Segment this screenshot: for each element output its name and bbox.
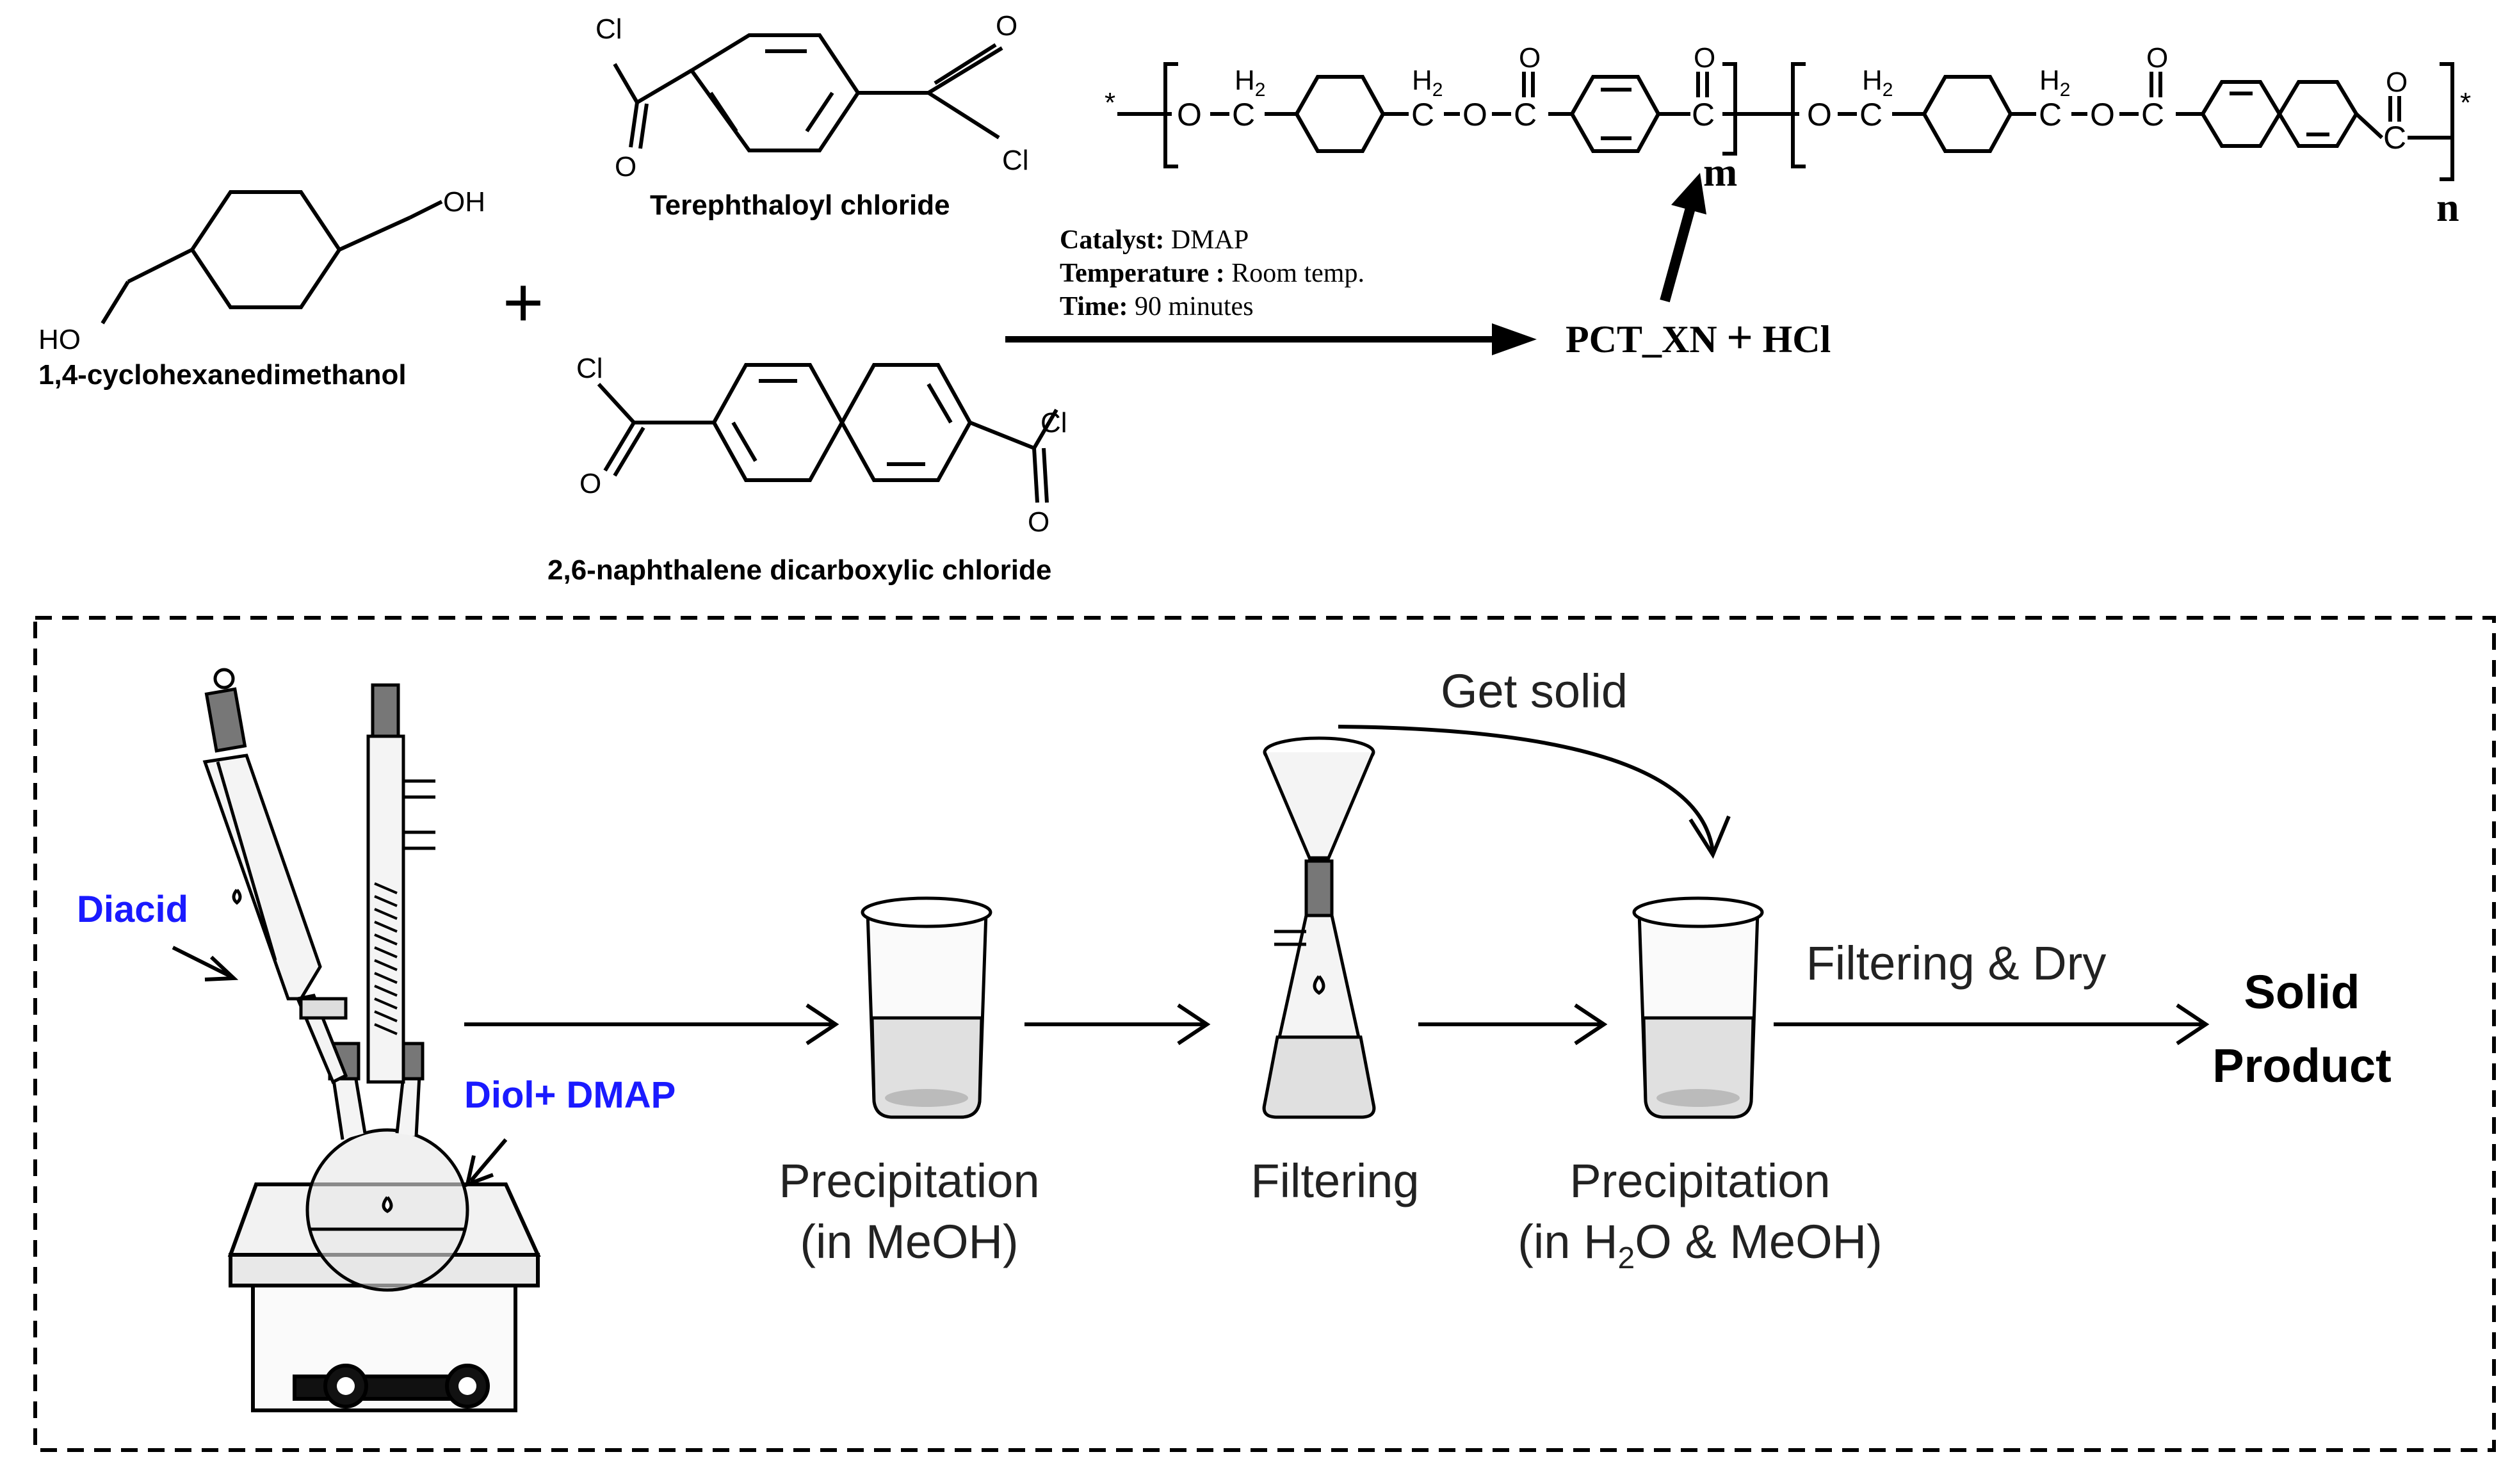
poly-o-2: O bbox=[1462, 97, 1487, 133]
poly-star-right: * bbox=[2460, 87, 2471, 118]
poly-h2-3: H2 bbox=[1862, 65, 1893, 101]
poly-star-left: * bbox=[1105, 87, 1115, 118]
beaker-1 bbox=[861, 896, 992, 1119]
filter-funnel bbox=[1262, 736, 1376, 1119]
product-pct-xn: PCT_XN + HCl bbox=[1566, 312, 1831, 362]
naph-o-left: O bbox=[579, 468, 601, 499]
naphthalene-structure bbox=[597, 363, 1058, 503]
diol-structure bbox=[101, 190, 443, 325]
filtering-label: Filtering bbox=[1251, 1154, 1419, 1207]
diol-oh-label: OH bbox=[443, 186, 485, 218]
tere-o-top: O bbox=[996, 10, 1017, 42]
poly-c-1: C bbox=[1232, 97, 1255, 133]
solid-product-line1: Solid bbox=[2244, 965, 2360, 1019]
flow-arrow-2 bbox=[1024, 1003, 1211, 1045]
poly-o-carbonyl-2: O bbox=[1694, 42, 1715, 74]
terephthaloyl-structure bbox=[613, 33, 1003, 152]
reactant-plus: + bbox=[503, 263, 544, 342]
flow-arrow-4 bbox=[1774, 1003, 2210, 1045]
poly-c-8: C bbox=[2383, 120, 2406, 156]
poly-o-carbonyl-4: O bbox=[2386, 67, 2408, 98]
naph-o-right: O bbox=[1028, 506, 1049, 538]
poly-c-6: C bbox=[2039, 97, 2062, 133]
polymer-structure bbox=[1117, 62, 2454, 181]
poly-h2-4: H2 bbox=[2039, 65, 2070, 101]
naph-cl-left: Cl bbox=[576, 353, 603, 384]
diol-name: 1,4-cyclohexanedimethanol bbox=[38, 359, 407, 391]
addition-funnel bbox=[202, 668, 348, 1085]
reaction-arrow bbox=[1005, 323, 1537, 355]
terephthaloyl-name: Terephthaloyl chloride bbox=[650, 190, 950, 221]
flow-arrow-3 bbox=[1418, 1003, 1608, 1045]
diacid-label: Diacid bbox=[77, 889, 188, 930]
poly-o-3: O bbox=[1807, 97, 1832, 133]
tere-cl-bottom: Cl bbox=[1002, 145, 1029, 176]
diacid-pointer bbox=[172, 946, 239, 981]
diol-pointer bbox=[464, 1138, 508, 1188]
condenser bbox=[366, 683, 435, 1084]
poly-m: m bbox=[1703, 149, 1737, 195]
polymer-arrow bbox=[1660, 173, 1706, 303]
tere-cl-top: Cl bbox=[595, 13, 622, 45]
tere-o-bottom: O bbox=[615, 151, 636, 182]
get-solid-arrow bbox=[1338, 725, 1731, 859]
poly-c-4: C bbox=[1692, 97, 1715, 133]
poly-n: n bbox=[2436, 184, 2459, 230]
poly-c-2: C bbox=[1411, 97, 1434, 133]
flow-arrow-1 bbox=[464, 1003, 839, 1045]
filter-dry-label: Filtering & Dry bbox=[1806, 937, 2107, 990]
poly-c-5: C bbox=[1859, 97, 1882, 133]
diol-ho-label: HO bbox=[38, 324, 81, 355]
naph-cl-right: Cl bbox=[1040, 407, 1067, 439]
poly-h2-2: H2 bbox=[1412, 65, 1443, 101]
precip2-line1: Precipitation bbox=[1569, 1154, 1830, 1207]
process-box bbox=[33, 616, 2496, 1452]
poly-o-4: O bbox=[2090, 97, 2115, 133]
beaker-2 bbox=[1632, 896, 1764, 1119]
poly-o-carbonyl-3: O bbox=[2146, 42, 2168, 74]
precip1-line2: (in MeOH) bbox=[800, 1215, 1018, 1268]
poly-h2-1: H2 bbox=[1235, 65, 1265, 101]
precip2-line2: (in H2O & MeOH) bbox=[1518, 1215, 1882, 1275]
poly-c-7: C bbox=[2141, 97, 2164, 133]
poly-o-1: O bbox=[1177, 97, 1202, 133]
get-solid-label: Get solid bbox=[1441, 665, 1628, 718]
diol-dmap-label: Diol+ DMAP bbox=[464, 1074, 676, 1116]
cond-time: Time: 90 minutes bbox=[1060, 292, 1254, 321]
cond-catalyst: Catalyst: DMAP bbox=[1060, 225, 1249, 255]
poly-c-3: C bbox=[1514, 97, 1537, 133]
solid-product-line2: Product bbox=[2212, 1039, 2392, 1092]
poly-o-carbonyl-1: O bbox=[1519, 42, 1541, 74]
naphthalene-name: 2,6-naphthalene dicarboxylic chloride bbox=[547, 554, 1051, 586]
cond-temperature: Temperature : Room temp. bbox=[1060, 259, 1364, 288]
precip1-line1: Precipitation bbox=[779, 1154, 1039, 1207]
